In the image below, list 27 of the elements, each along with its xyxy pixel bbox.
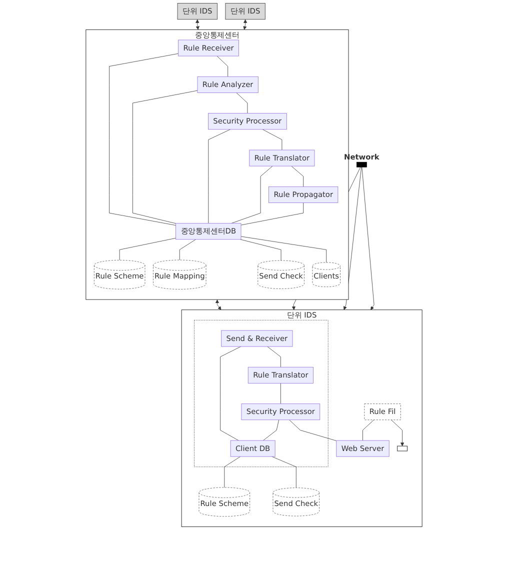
connector	[362, 420, 374, 441]
connector	[240, 239, 282, 261]
connector	[179, 239, 196, 260]
connector	[224, 456, 241, 488]
node-box	[397, 446, 408, 452]
connector	[236, 92, 248, 114]
arrow	[243, 19, 248, 30]
connector	[262, 129, 282, 150]
arrow	[196, 19, 200, 30]
connector	[216, 56, 228, 77]
node-bar	[356, 162, 367, 168]
connector	[263, 420, 280, 441]
connector	[267, 346, 281, 368]
connector	[208, 129, 231, 224]
connector	[220, 346, 242, 441]
cluster	[194, 320, 328, 468]
connector	[291, 166, 304, 187]
connector	[132, 90, 198, 224]
connector	[289, 420, 337, 441]
connector	[119, 238, 176, 260]
connector	[231, 166, 273, 224]
connector	[240, 202, 304, 226]
connector	[109, 53, 178, 226]
connector	[240, 236, 327, 263]
arrow	[215, 300, 222, 310]
connector	[272, 456, 296, 488]
connector	[280, 383, 281, 404]
